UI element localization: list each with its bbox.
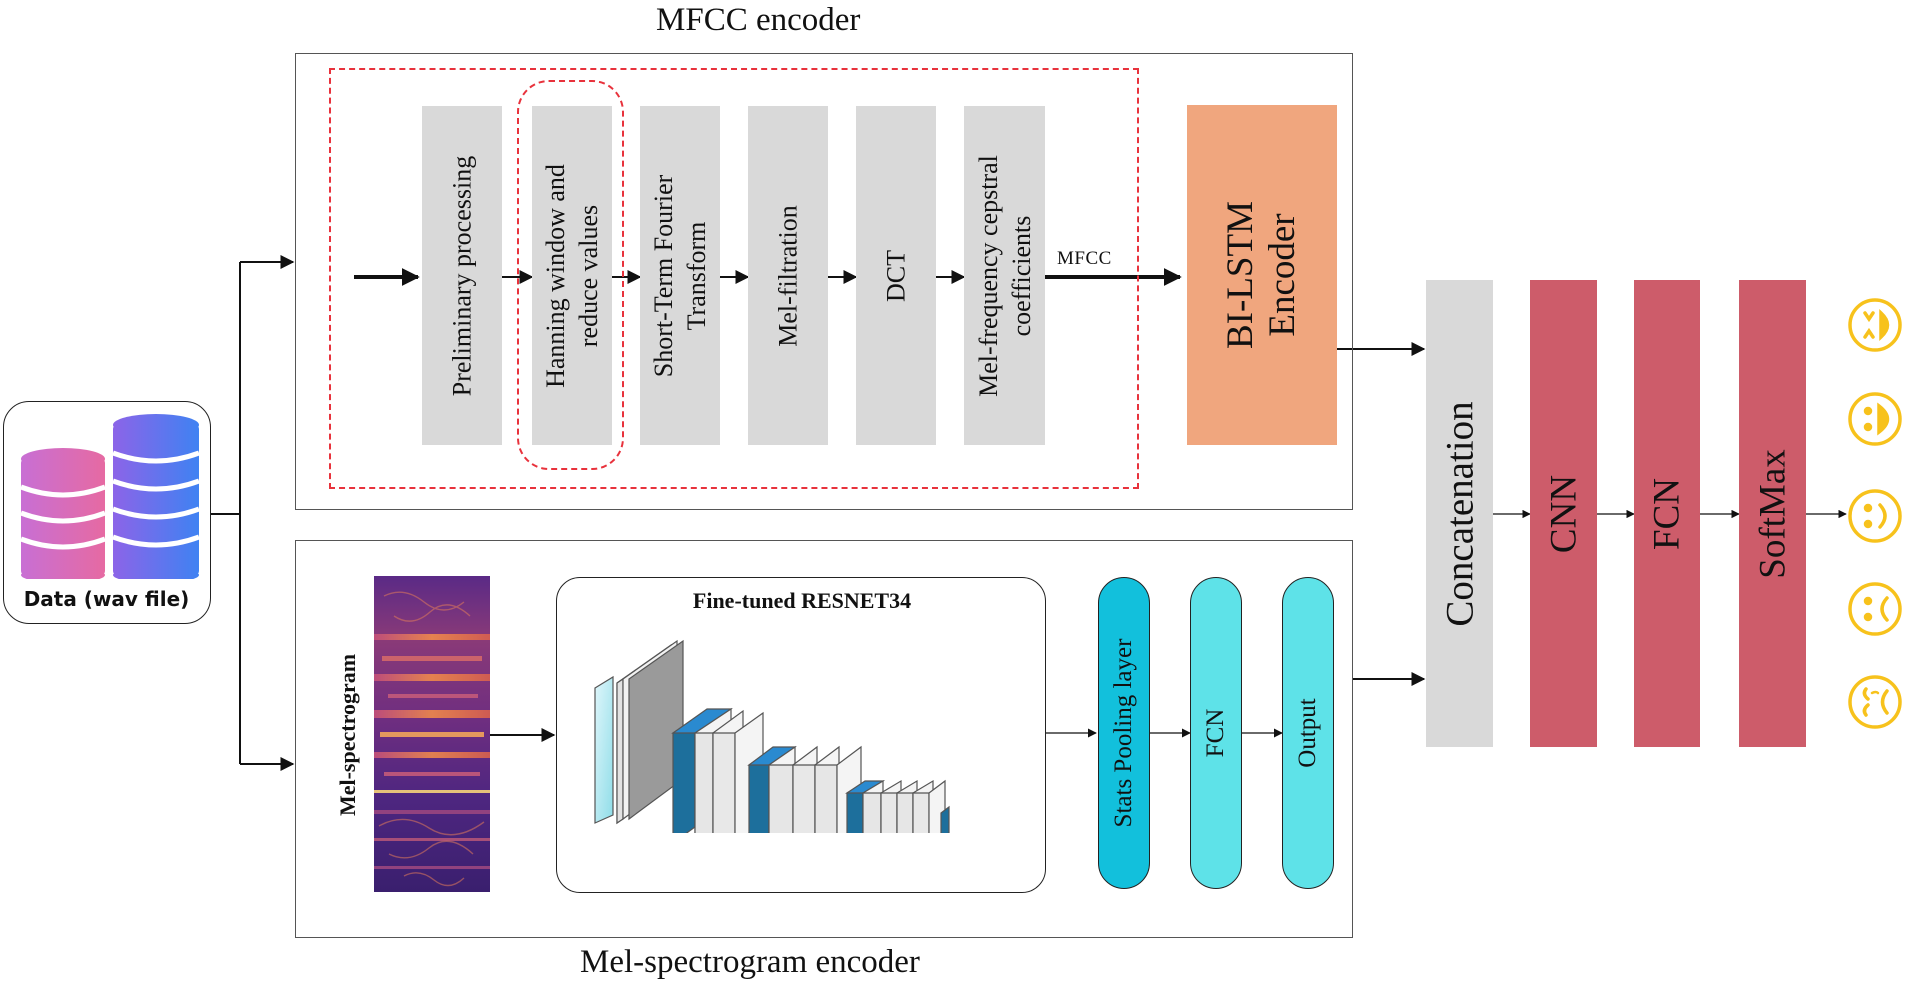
mel-spectrogram-image	[374, 576, 490, 892]
mel-spectrogram-label-wrap: Mel-spectrogram	[328, 575, 368, 895]
sad-face-icon	[1848, 582, 1902, 636]
resnet-box: Fine-tuned RESNET34	[556, 577, 1046, 893]
mfcc-feature-extraction-region	[329, 68, 1139, 489]
cnn-block: CNN	[1530, 280, 1597, 747]
grinning-face-icon	[1848, 392, 1902, 446]
mfcc-encoder-title: MFCC encoder	[656, 2, 861, 38]
mfcc-encoder-panel	[295, 53, 1353, 510]
smiling-face-icon	[1848, 489, 1902, 543]
mel-output-layer: Output	[1282, 577, 1334, 889]
mel-spectrogram-label: Mel-spectrogram	[335, 653, 360, 817]
step-mel-filtration: Mel-filtration	[748, 106, 828, 445]
database-small	[20, 448, 106, 579]
mel-encoder-panel	[295, 540, 1353, 938]
step-preliminary-processing: Preliminary processing	[422, 106, 502, 445]
softmax-block: SoftMax	[1739, 280, 1806, 747]
database-icon	[20, 414, 200, 579]
step-dct: DCT	[856, 106, 936, 445]
mfcc-output-label: MFCC	[1057, 248, 1112, 269]
data-source-box: Data (wav file)	[3, 401, 211, 624]
mel-fcn-layer: FCN	[1190, 577, 1242, 889]
data-branch-line	[211, 262, 241, 764]
fcn-block: FCN	[1634, 280, 1700, 747]
resnet-architecture-graphic	[594, 639, 950, 833]
resnet-title: Fine-tuned RESNET34	[692, 588, 912, 613]
laughing-face-icon	[1848, 298, 1902, 352]
crying-face-icon	[1848, 675, 1902, 729]
database-large	[112, 414, 200, 579]
stats-pooling-layer: Stats Pooling layer	[1098, 577, 1150, 889]
mel-encoder-title: Mel-spectrogram encoder	[580, 944, 920, 980]
data-source-label: Data (wav file)	[23, 587, 190, 611]
concatenation-block: Concatenation	[1426, 280, 1493, 747]
hanning-highlight	[517, 80, 624, 470]
